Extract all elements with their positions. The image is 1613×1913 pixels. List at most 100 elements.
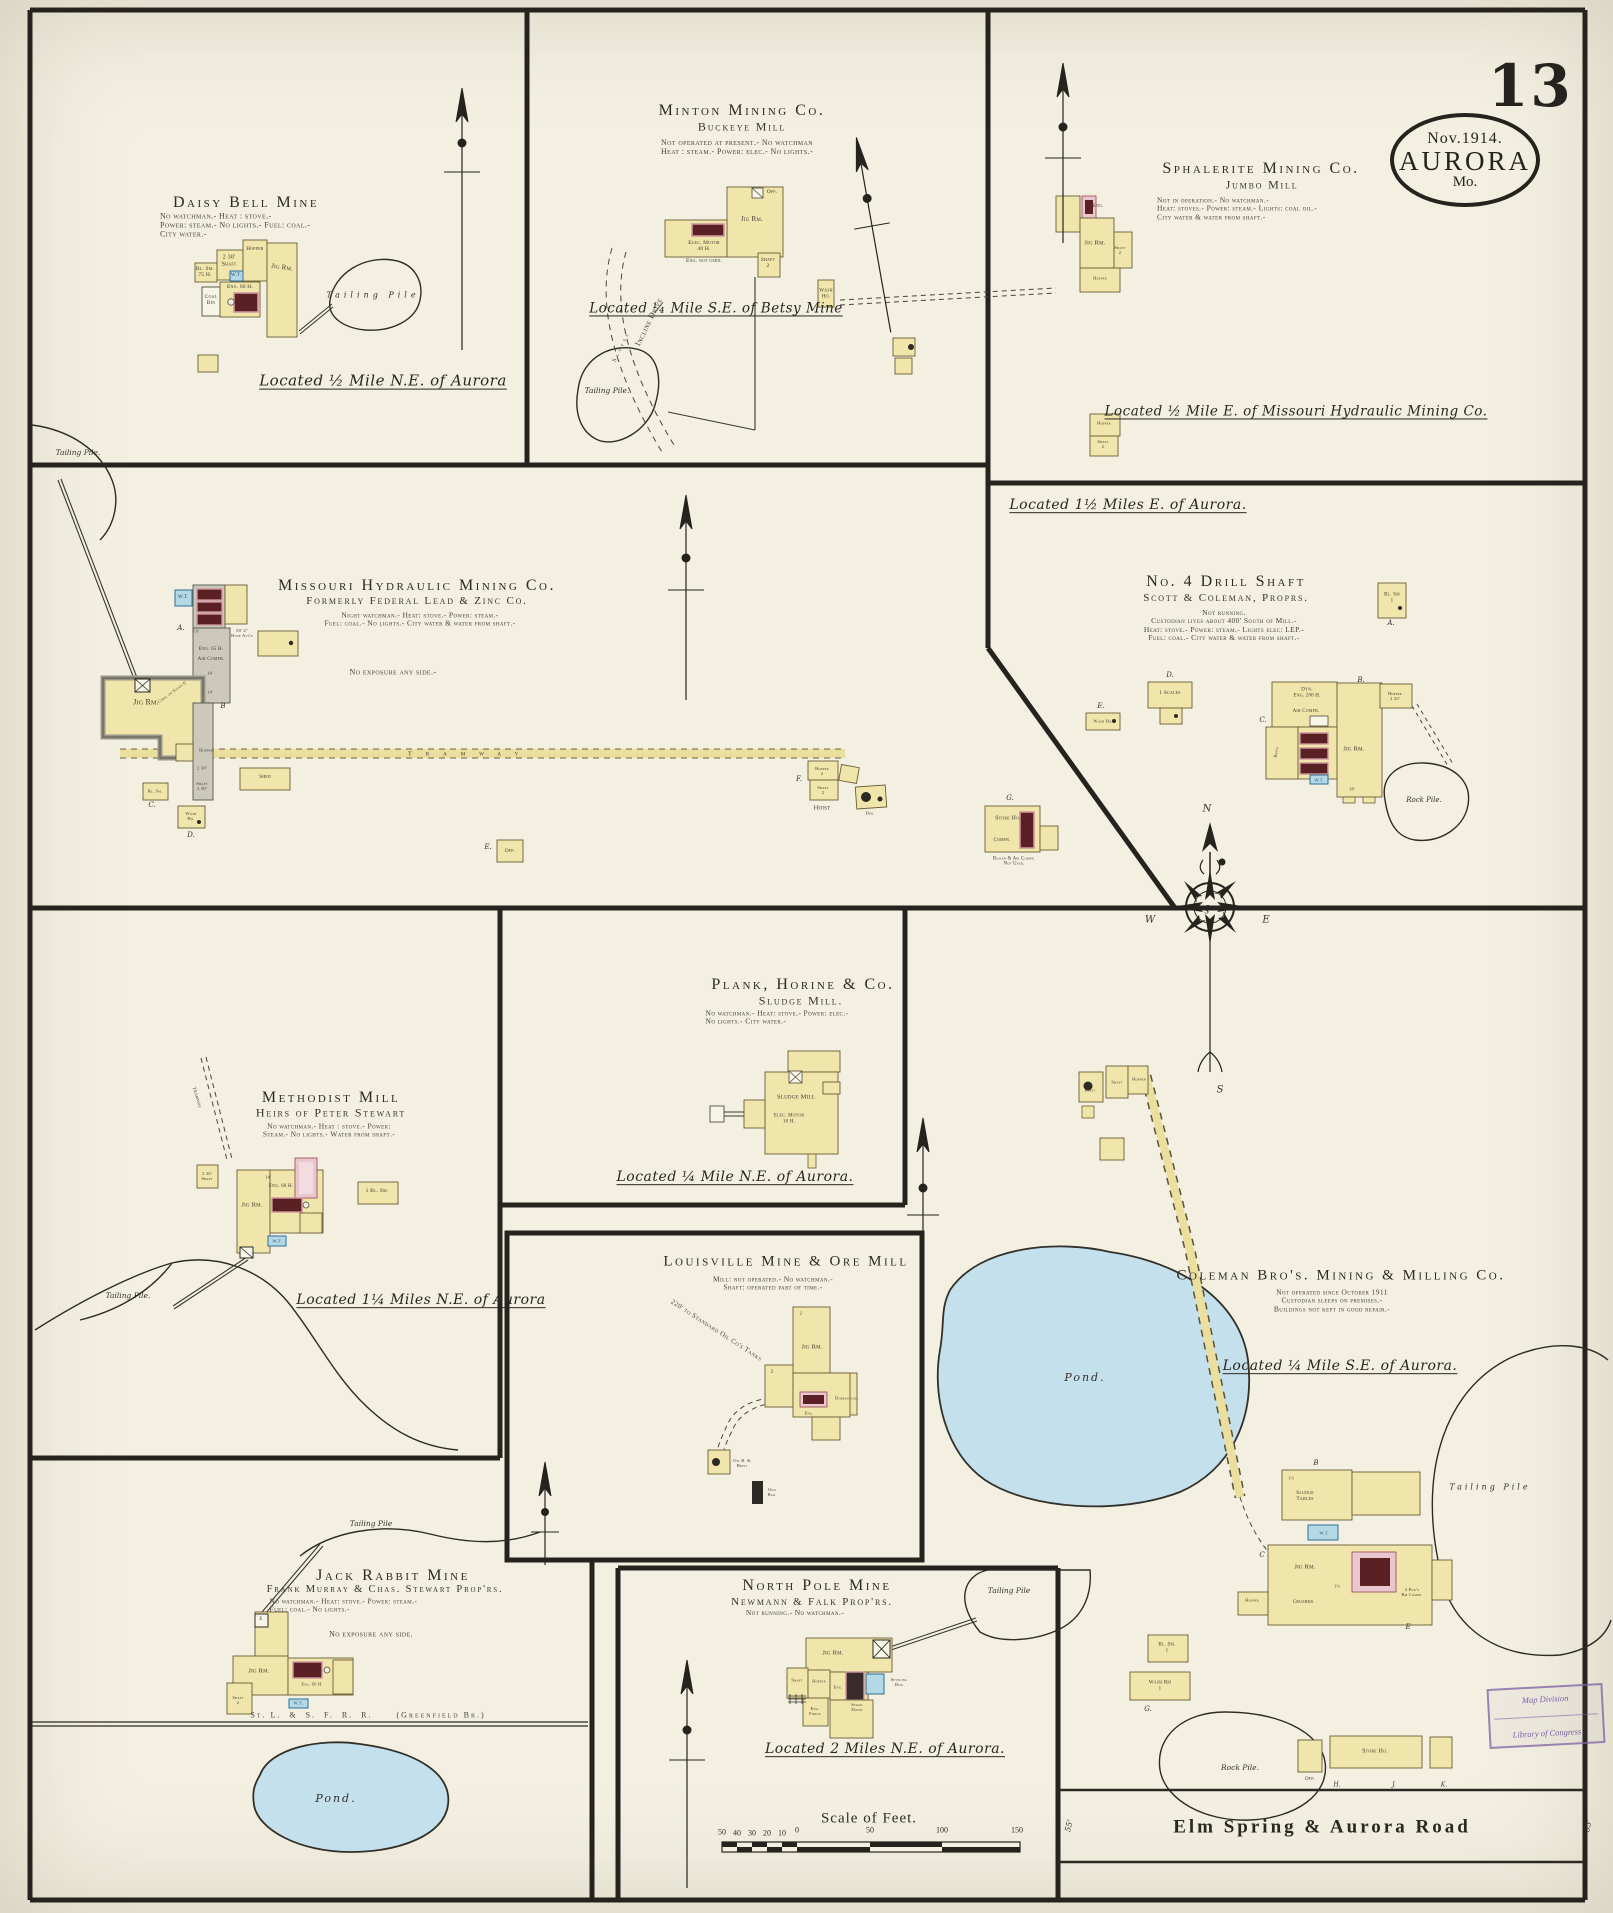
road-label: Elm Spring & Aurora Road	[1173, 1816, 1471, 1838]
map-label: Rock Pile.	[1221, 1762, 1259, 1772]
map-label: Buckeye Mill	[697, 119, 787, 134]
map-label: Shaft	[1111, 1079, 1123, 1085]
sphalerite-location: Located ½ Mile E. of Missouri Hydraulic …	[1104, 403, 1488, 420]
map-label: W.T.	[230, 273, 242, 279]
map-label: J.	[1392, 1781, 1396, 1789]
map-label: 50' 4" Hose Att'd	[231, 627, 253, 638]
map-label: A.	[1387, 619, 1395, 628]
map-label: Oil B. & Hoist	[733, 1457, 751, 1468]
scale-bar	[721, 1841, 1021, 1853]
daisy-bell-buildings	[194, 239, 298, 373]
map-label: No exposure any side.	[329, 1629, 413, 1639]
map-label: Heirs of Peter Stewart	[255, 1105, 407, 1120]
svg-text:§: §	[1204, 903, 1210, 915]
map-label: Hopper	[1132, 1076, 1146, 1082]
map-label: 2 30'	[197, 765, 207, 771]
map-label: Jig Rm.	[1294, 1563, 1316, 1571]
map-label: Shaft 2	[1114, 244, 1126, 255]
map-label: 2 30' Shaft	[201, 1170, 213, 1181]
map-label: Hopper	[246, 247, 264, 253]
map-label: Jig Rm.	[1343, 745, 1365, 753]
map-label: Not running. Custodian lives about 400' …	[1143, 608, 1305, 643]
no4-drill-shaft-buildings	[1085, 582, 1413, 804]
sheet-number: 13	[1488, 52, 1573, 120]
map-label: Elec. Motor 10 H.	[773, 1113, 805, 1124]
map-label: C.	[148, 801, 156, 810]
coleman-location: Located ¼ Mile S.E. of Aurora.	[1222, 1358, 1458, 1375]
map-label: Shaft 2	[817, 784, 829, 795]
map-label: Coal Bin	[204, 293, 218, 306]
coleman-pond	[936, 1245, 1250, 1508]
north-arrows	[444, 62, 1081, 1888]
compass-e: E	[1262, 914, 1270, 926]
map-label: W.T.	[1319, 1530, 1329, 1536]
map-label: 220' to Standard Oil Co's Tanks	[669, 1297, 764, 1363]
map-label: Air Compr.	[197, 657, 225, 663]
map-label: Tailing Pile.	[55, 447, 101, 457]
map-label: Crusher	[1292, 1600, 1314, 1606]
map-label: Off.	[1304, 1775, 1316, 1782]
north-pole-buildings	[786, 1637, 893, 1739]
stamp-state: Mo.	[1452, 173, 1478, 190]
scale-title: Scale of Feet.	[820, 1810, 918, 1827]
map-label: Wash Ho.	[1093, 718, 1113, 724]
map-label: Bl. Sm. 75 H.	[195, 265, 215, 278]
map-label: 50	[718, 1827, 726, 1837]
map-label: Hopper 2	[815, 765, 829, 776]
map-label: Settling Box	[890, 1676, 908, 1687]
map-label: Elec. Motor 40 H.	[688, 239, 720, 252]
compass-rose: §	[1172, 822, 1248, 1073]
minton-buildings	[664, 186, 835, 308]
map-label: 2 30' Shaft	[221, 254, 237, 267]
map-label: Tramway	[190, 1086, 202, 1110]
map-label: Bl. Sm.	[147, 788, 163, 794]
daisy-title: Daisy Bell Mine	[172, 194, 320, 212]
map-label: Eng. not used.	[685, 257, 723, 264]
map-label: G.	[1006, 794, 1014, 803]
map-label: 1½	[1333, 1583, 1341, 1589]
map-label: Not in operation.- No watchman.- Heat: s…	[1157, 195, 1318, 222]
map-label: Wash Rm 1	[1148, 1680, 1172, 1691]
map-label: E.	[484, 843, 492, 852]
map-label: Hoist	[813, 804, 831, 812]
map-label: No watchman.- Heat: stove.- Power: elec.…	[705, 1008, 849, 1026]
coleman-title: Coleman Bro's. Mining & Milling Co.	[1176, 1267, 1506, 1284]
map-label: 50	[866, 1825, 874, 1835]
map-label: Boiler & Air Compr. Not Used.	[992, 856, 1036, 867]
minton-location: Located ¼ Mile S.E. of Betsy Mine	[589, 300, 843, 317]
map-label: 10	[778, 1828, 786, 1838]
plank-horine-buildings	[709, 1050, 841, 1169]
map-label: E.	[1097, 702, 1105, 711]
map-label: Scott & Coleman, Proprs.	[1143, 591, 1309, 604]
map-label: Wash Ho.	[185, 810, 197, 821]
map-label: E	[1405, 1623, 1411, 1632]
map-label: Rock Pile.	[1406, 796, 1442, 805]
louisville-buildings	[707, 1306, 858, 1504]
map-label: 20	[763, 1828, 771, 1838]
methodist-title: Methodist Mill	[261, 1089, 401, 1107]
map-label: Eng.	[1092, 204, 1104, 210]
plank-location: Located ¼ Mile N.E. of Aurora.	[616, 1169, 854, 1186]
map-label: Hopper	[199, 747, 213, 753]
map-label: Brick	[1272, 746, 1280, 758]
map-label: F.P.	[192, 628, 200, 634]
map-label: Jig Rm.	[822, 1649, 844, 1657]
map-label: D.	[187, 831, 195, 840]
map-label: E	[259, 1617, 263, 1623]
map-label: Old Blr.	[767, 1486, 777, 1497]
map-label: H.	[1333, 1781, 1341, 1789]
map-label: Hopper	[1245, 1597, 1259, 1603]
compass-w: W	[1144, 914, 1156, 926]
daisy-location: Located ½ Mile N.E. of Aurora	[259, 371, 507, 390]
map-label: Shaft 2	[1097, 438, 1109, 449]
map-label: Hopper	[1093, 275, 1107, 281]
map-label: Eng. 60 H.	[268, 1184, 294, 1190]
map-label: No watchman.- Heat : stove.- Power: Stea…	[262, 1121, 396, 1139]
no4-location: Located 1½ Miles E. of Aurora.	[1009, 497, 1247, 514]
northpole-location: Located 2 Miles N.E. of Aurora.	[764, 1741, 1006, 1758]
map-label: 55'	[1063, 1818, 1076, 1833]
map-label: 2	[799, 1310, 803, 1316]
